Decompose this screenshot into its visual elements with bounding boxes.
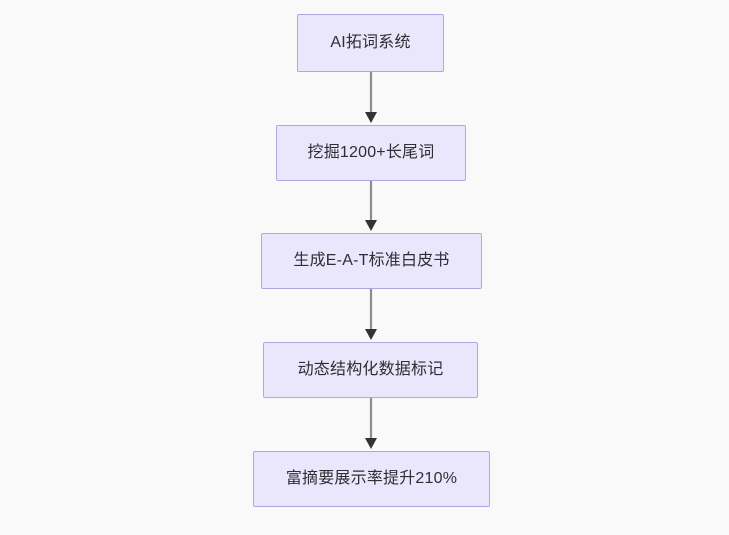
flow-node-label: 挖掘1200+长尾词 bbox=[307, 144, 435, 161]
flow-node-label: 生成E-A-T标准白皮书 bbox=[293, 252, 450, 269]
flow-node-label: 动态结构化数据标记 bbox=[297, 361, 444, 378]
flow-node-ai-keyword-system[interactable]: AI拓词系统 bbox=[297, 14, 444, 72]
edge-n4-n5 bbox=[365, 398, 377, 449]
edge-n3-n4 bbox=[365, 289, 377, 340]
edge-n2-n3 bbox=[365, 181, 377, 231]
flow-node-rich-snippet-impression-uplift[interactable]: 富摘要展示率提升210% bbox=[253, 451, 490, 507]
flow-node-dynamic-structured-data-markup[interactable]: 动态结构化数据标记 bbox=[263, 342, 478, 398]
flow-node-mine-longtail-keywords[interactable]: 挖掘1200+长尾词 bbox=[276, 125, 466, 181]
flow-node-label: AI拓词系统 bbox=[330, 34, 411, 51]
flow-node-label: 富摘要展示率提升210% bbox=[285, 470, 458, 487]
flow-node-generate-eat-whitepaper[interactable]: 生成E-A-T标准白皮书 bbox=[261, 233, 482, 289]
edge-n1-n2 bbox=[365, 72, 377, 123]
